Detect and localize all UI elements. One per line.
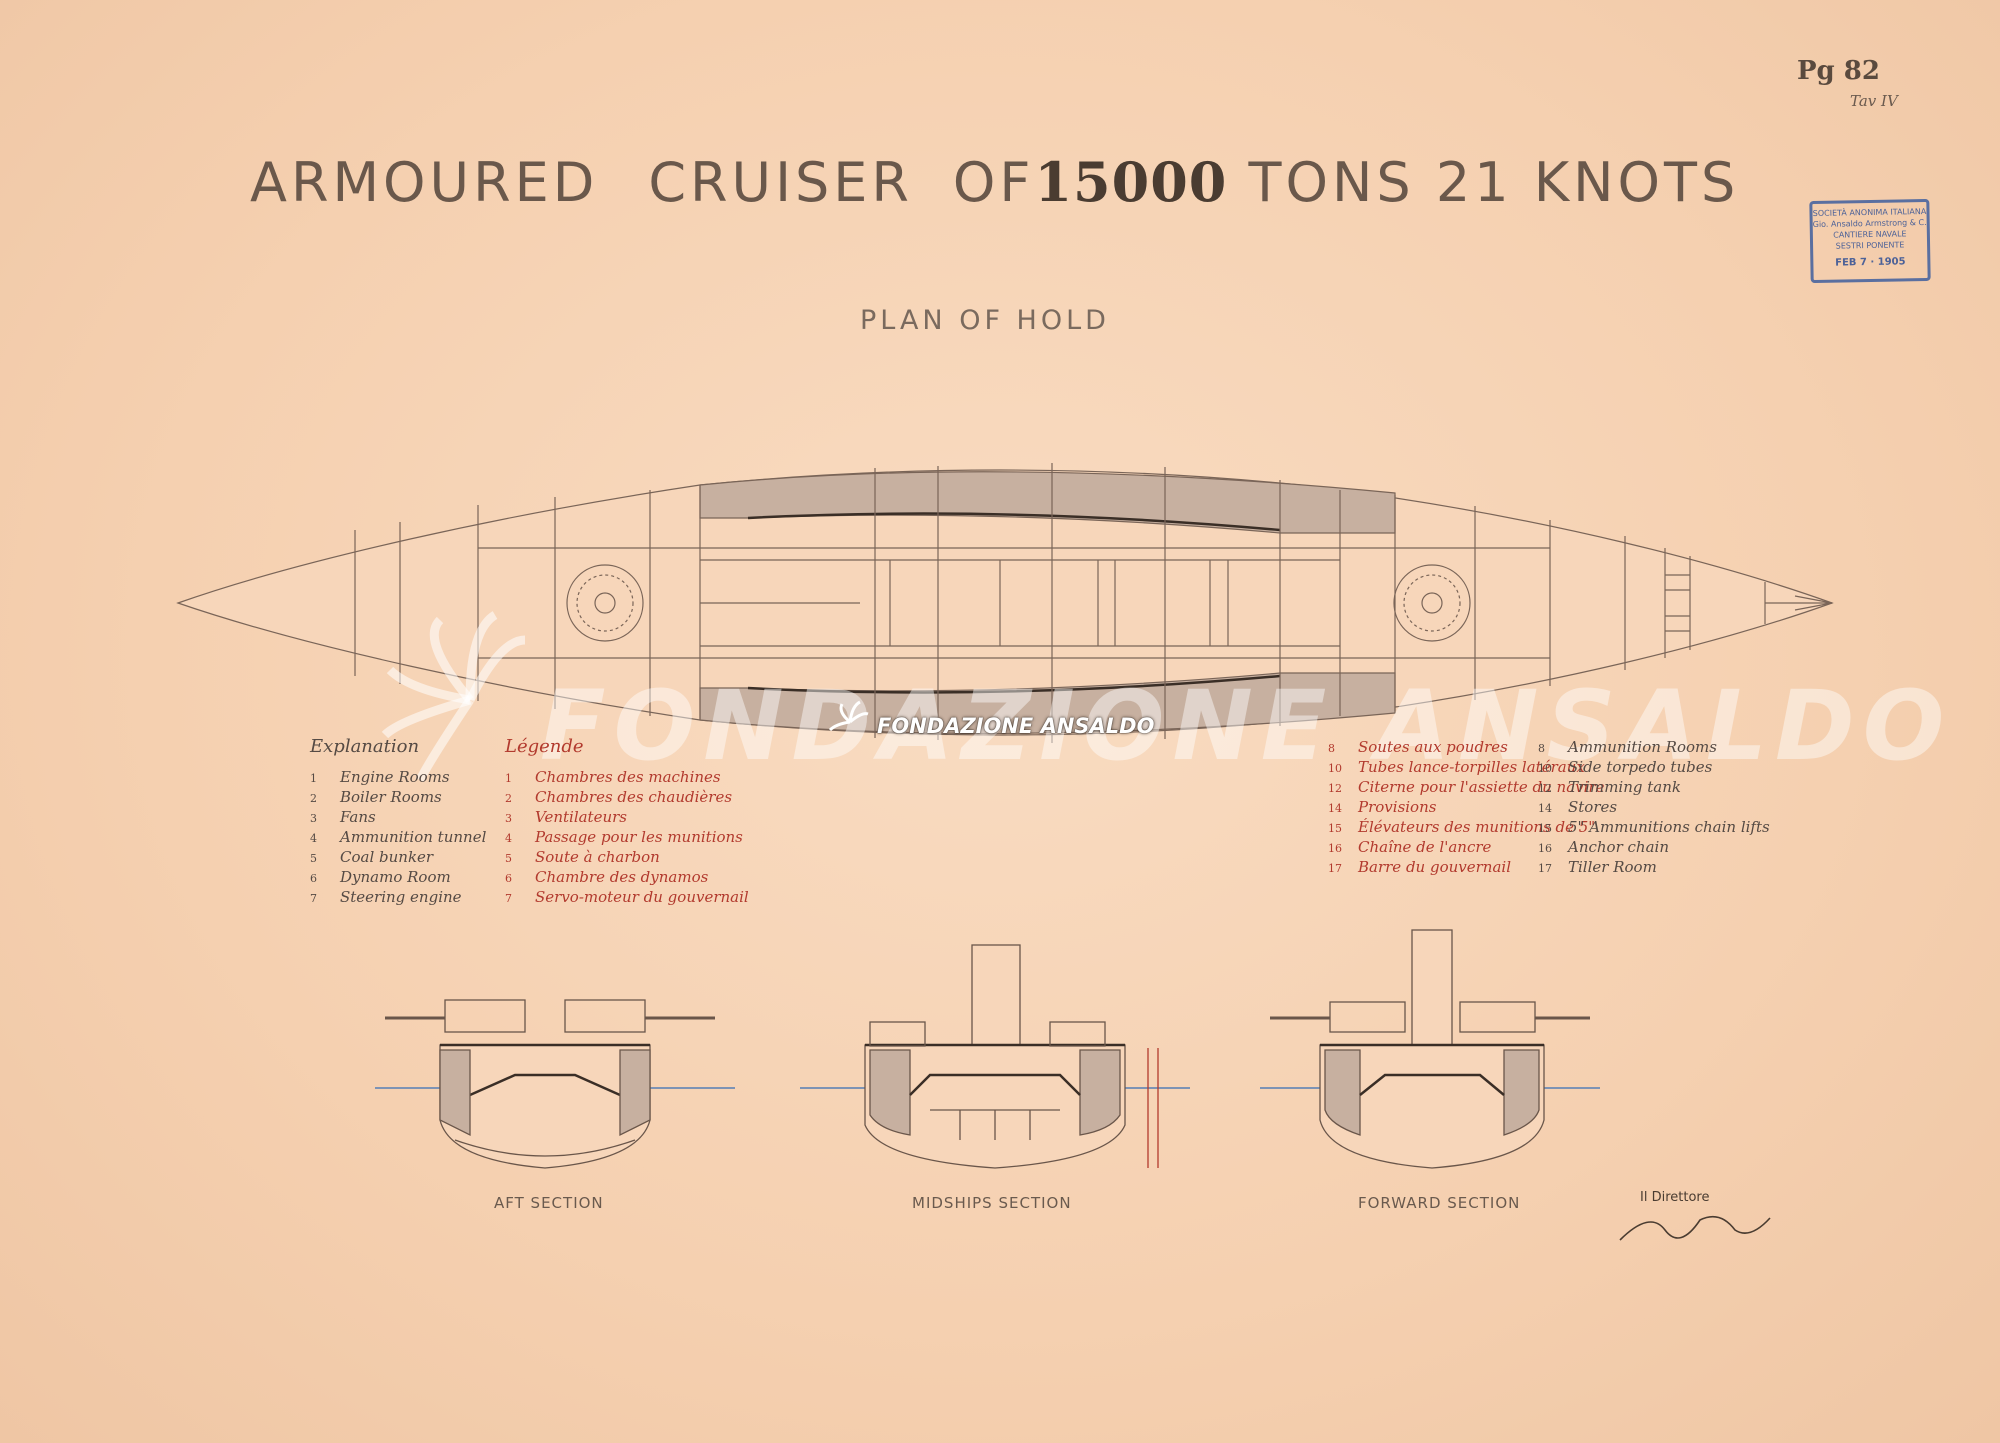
forward-barbette xyxy=(1393,564,1471,642)
drawing-title: ARMOURED CRUISER OF15000 TONS 21 KNOTS xyxy=(250,150,1810,214)
legend-legende-title: Légende xyxy=(505,736,584,757)
title-tons-value: 15000 xyxy=(1034,150,1228,214)
sheet-sub-number: Tav IV xyxy=(1850,92,1898,110)
midships-section-label: MIDSHIPS SECTION xyxy=(912,1194,1072,1212)
title-of: OF xyxy=(952,151,1035,214)
drawing-subtitle: PLAN OF HOLD xyxy=(860,305,1110,336)
title-cruiser: CRUISER xyxy=(648,151,913,214)
director-signature xyxy=(1619,1215,1771,1241)
aft-section-label: AFT SECTION xyxy=(494,1194,604,1212)
watermark-logo-text: FONDAZIONE ANSALDO xyxy=(877,714,1155,738)
legend-explanation-title: Explanation xyxy=(310,736,420,757)
ansaldo-logo-icon xyxy=(828,700,869,732)
plan-of-hold xyxy=(176,463,1834,743)
forward-section-label: FORWARD SECTION xyxy=(1358,1194,1521,1212)
title-armoured: ARMOURED xyxy=(250,151,599,214)
aft-section xyxy=(375,999,735,1169)
watermark-text: FONDAZIONE ANSALDO xyxy=(540,670,1953,782)
director-label: Il Direttore xyxy=(1640,1190,1710,1205)
watermark-logo-icon xyxy=(381,611,526,783)
title-tons-knots: TONS 21 KNOTS xyxy=(1248,151,1740,214)
forward-section xyxy=(1260,929,1600,1169)
sheet-number: Pg 82 xyxy=(1797,56,1880,86)
midships-section xyxy=(800,944,1190,1169)
aft-barbette xyxy=(566,564,644,642)
